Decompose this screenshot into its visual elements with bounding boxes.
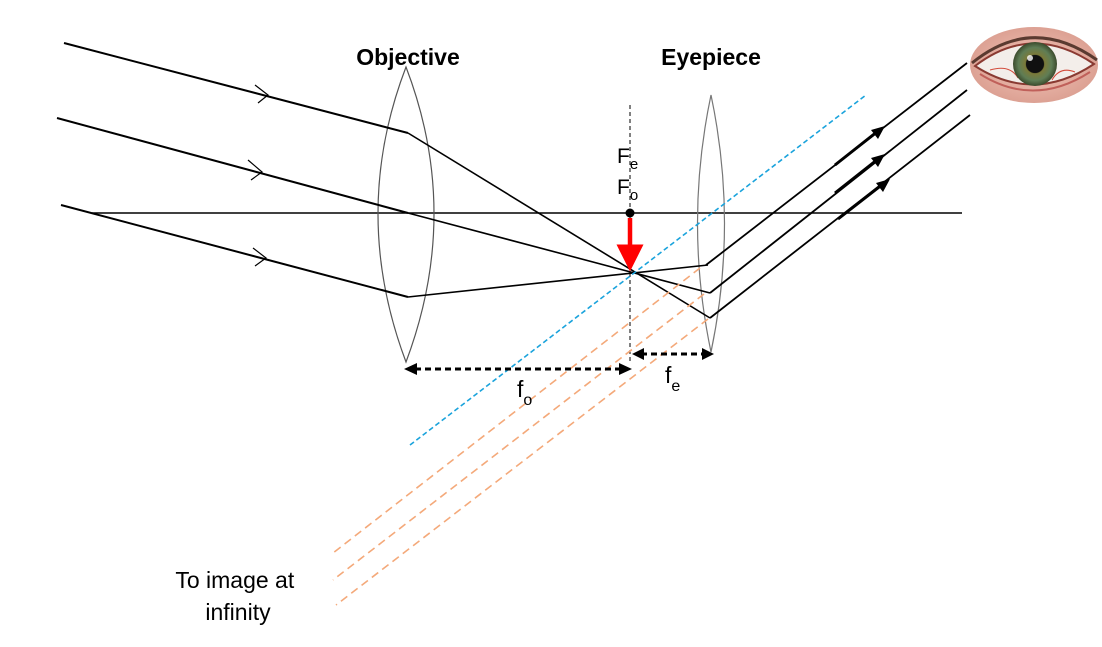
eyepiece-label: Eyepiece [661,44,761,70]
converging-ray-top [407,132,711,319]
fo-focal-label: Fo [617,176,638,204]
image-at-infinity-label: To image at infinity [175,567,300,625]
emerging-direction-arrow [834,126,885,167]
virtual-ray [332,293,705,581]
emerging-direction-arrow [837,179,890,221]
focal-point-dot [625,208,635,218]
objective-lens [377,65,435,364]
ray-direction-arrow [254,84,269,104]
fe-arrowhead-left [632,348,644,360]
fo-length-label: fo [517,376,532,409]
converging-ray-bottom [407,264,709,298]
converging-ray-middle [407,212,711,294]
fo-arrowhead-right [619,363,632,375]
fe-length-label: fe [665,362,680,395]
virtual-ray [335,318,709,606]
ray-direction-arrow [252,247,268,267]
eyepiece-construction-line [409,94,867,446]
eyepiece-lens [696,94,726,353]
emerging-direction-arrow [834,154,885,195]
incoming-ray-bottom [60,204,409,298]
ray-direction-arrow [247,159,263,181]
virtual-ray [332,267,701,554]
fe-focal-label: Fe [617,145,638,173]
incoming-ray-middle [56,117,409,214]
incoming-ray-top [63,42,409,134]
objective-label: Objective [356,44,460,70]
eye-icon [970,27,1098,103]
fo-arrowhead-left [404,363,417,375]
fe-arrowhead-right [702,348,714,360]
